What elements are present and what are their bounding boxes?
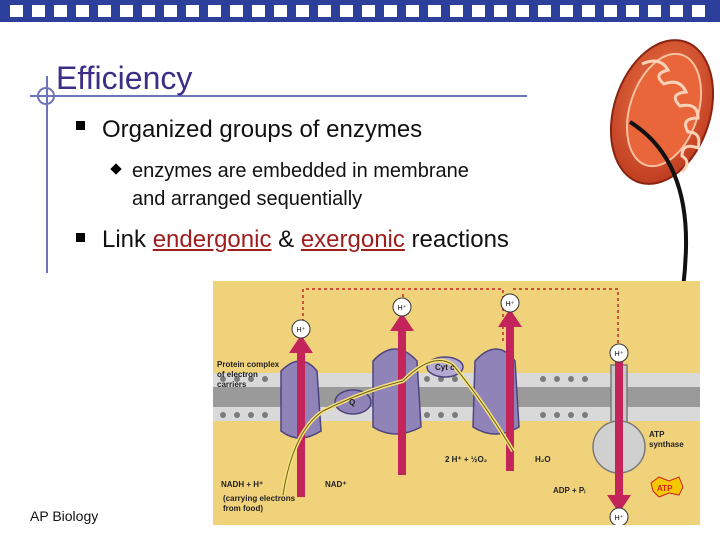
top-bar-square <box>164 5 177 17</box>
top-bar-square <box>120 5 133 17</box>
slide-title: Efficiency <box>56 60 193 96</box>
top-bar-square <box>538 5 551 17</box>
top-bar-square <box>10 5 23 17</box>
label-h2o: H₂O <box>535 455 551 464</box>
label-2h-half-o2: 2 H⁺ + ½O₂ <box>445 455 488 464</box>
label-nadh: NADH + H⁺ <box>221 480 263 489</box>
electron-transport-diagram: H⁺ H⁺ H⁺ H⁺ H⁺ Protein complex of electr… <box>213 281 700 525</box>
top-bar-square <box>32 5 45 17</box>
label-cyt-c: Cyt c <box>435 363 455 372</box>
top-bar-square <box>560 5 573 17</box>
subbullet-line-2: and arranged sequentially <box>132 188 363 210</box>
title-vertical-rule <box>46 76 48 273</box>
top-bar-square <box>362 5 375 17</box>
subbullet-enzymes: enzymes are embedded in membrane and arr… <box>132 157 592 213</box>
top-bar-square <box>406 5 419 17</box>
top-bar-square <box>340 5 353 17</box>
top-bar-square <box>604 5 617 17</box>
label-carrying: from food) <box>223 504 263 513</box>
top-bar-square <box>384 5 397 17</box>
top-bar-square <box>98 5 111 17</box>
bullet2-mid: & <box>271 226 301 253</box>
h-plus-badge: H⁺ <box>506 301 515 308</box>
h-plus-badge: H⁺ <box>398 305 407 312</box>
top-bar-square <box>252 5 265 17</box>
top-bar-square <box>318 5 331 17</box>
protein-complex-2 <box>372 348 422 435</box>
label-adp: ADP + Pᵢ <box>553 486 585 495</box>
diamond-bullet-icon <box>110 163 122 175</box>
label-carrying: (carrying electrons <box>223 494 296 503</box>
square-bullet-icon <box>76 121 85 130</box>
crosshair-icon <box>37 87 55 105</box>
h-plus-badge: H⁺ <box>615 515 624 522</box>
label-protein-complex: Protein complex <box>217 360 280 369</box>
atp-starburst-icon <box>650 476 684 498</box>
top-bar-square <box>186 5 199 17</box>
top-bar-square <box>494 5 507 17</box>
term-exergonic: exergonic <box>300 226 405 253</box>
top-bar-square <box>274 5 287 17</box>
top-bar-square <box>142 5 155 17</box>
label-nad: NAD⁺ <box>325 480 347 489</box>
top-bar-square <box>428 5 441 17</box>
label-protein-complex: carriers <box>217 380 247 389</box>
top-bar-square <box>626 5 639 17</box>
bullet2-prefix: Link <box>102 226 153 253</box>
top-bar-square <box>648 5 661 17</box>
footer-label: AP Biology <box>30 508 99 524</box>
term-endergonic: endergonic <box>152 226 272 253</box>
label-protein-complex: of electron <box>217 370 258 379</box>
top-bar-square <box>208 5 221 17</box>
square-bullet-icon <box>76 233 85 242</box>
label-atp: ATP <box>657 484 673 493</box>
top-bar-square <box>670 5 683 17</box>
top-bar-square <box>296 5 309 17</box>
bullet-organized-groups: Organized groups of enzymes <box>102 116 423 143</box>
top-bar-square <box>230 5 243 17</box>
mitochondrion-illustration <box>609 39 715 185</box>
label-q: Q <box>349 398 355 407</box>
top-bar-square <box>54 5 67 17</box>
top-bar-square <box>692 5 705 17</box>
label-atp-synthase: synthase <box>649 440 684 449</box>
top-bar-square <box>450 5 463 17</box>
top-bar-square <box>516 5 529 17</box>
subbullet-line-1: enzymes are embedded in membrane <box>132 160 469 182</box>
bullet2-suffix: reactions <box>404 226 509 253</box>
top-bar-square <box>582 5 595 17</box>
h-plus-badge: H⁺ <box>297 327 306 334</box>
top-bar <box>0 0 720 22</box>
bullet-link-reactions: Link endergonic & exergonic reactions <box>102 226 509 254</box>
label-atp-synthase: ATP <box>649 430 665 439</box>
top-bar-square <box>76 5 89 17</box>
h-plus-badge: H⁺ <box>615 351 624 358</box>
title-horizontal-rule <box>30 95 527 97</box>
top-bar-square <box>472 5 485 17</box>
